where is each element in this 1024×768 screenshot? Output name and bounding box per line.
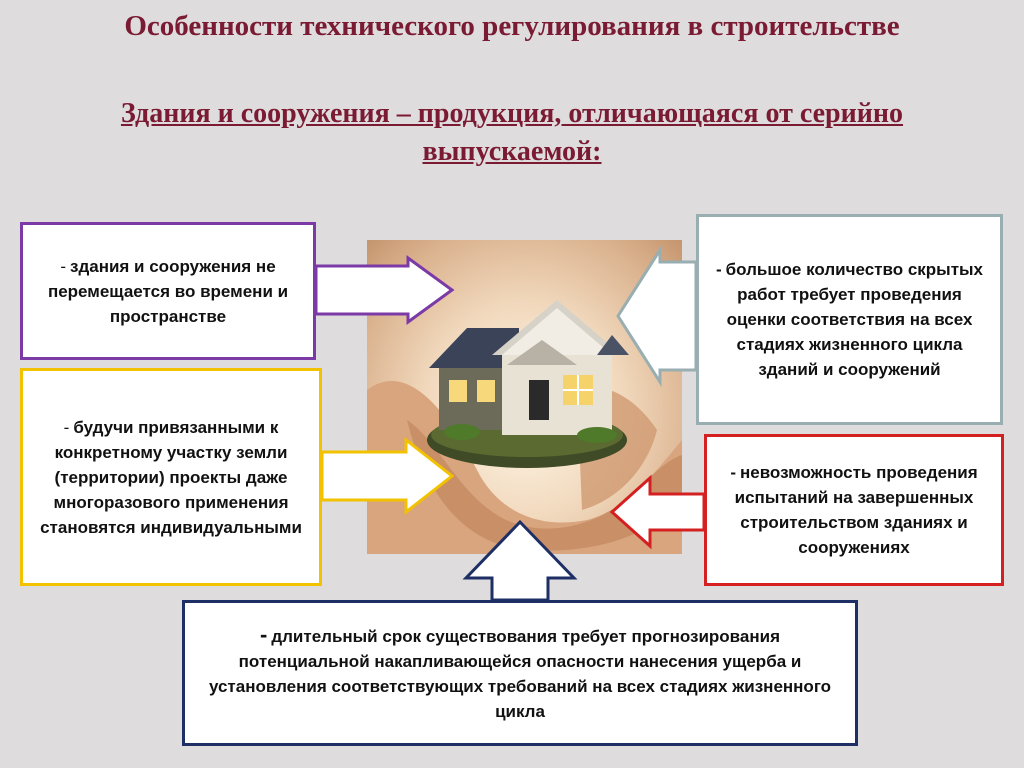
dash-marker: -: [260, 622, 268, 647]
box-bottom-text: длительный срок существования требует пр…: [208, 627, 832, 721]
box-mid-right-text: невозможность проведения испытаний на за…: [734, 463, 978, 557]
box-top-left-text: здания и сооружения не перемещается во в…: [47, 256, 289, 326]
box-mid-left: -будучи привязанными к конкретному участ…: [20, 368, 322, 586]
box-bottom: -длительный срок существования требует п…: [182, 600, 858, 746]
arrow-navy: [462, 519, 578, 602]
dash-marker: -: [63, 417, 70, 437]
dash-marker: -: [730, 463, 736, 482]
arrow-red: [609, 474, 706, 550]
arrow-yellow: [320, 436, 455, 516]
page-subtitle: Здания и сооружения – продукция, отличаю…: [120, 98, 904, 167]
arrow-gray: [616, 244, 698, 388]
box-mid-right: -невозможность проведения испытаний на з…: [704, 434, 1004, 586]
box-top-right-text: большое количество скрытых работ требует…: [725, 260, 983, 379]
box-top-left: -здания и сооружения не перемещается во …: [20, 222, 316, 360]
dash-marker: -: [716, 260, 722, 279]
page-title: Особенности технического регулирования в…: [124, 10, 900, 42]
box-mid-left-text: будучи привязанными к конкретному участк…: [40, 417, 302, 537]
dash-marker: -: [60, 256, 66, 276]
box-top-right: -большое количество скрытых работ требуе…: [696, 214, 1003, 425]
arrow-purple: [314, 255, 455, 325]
